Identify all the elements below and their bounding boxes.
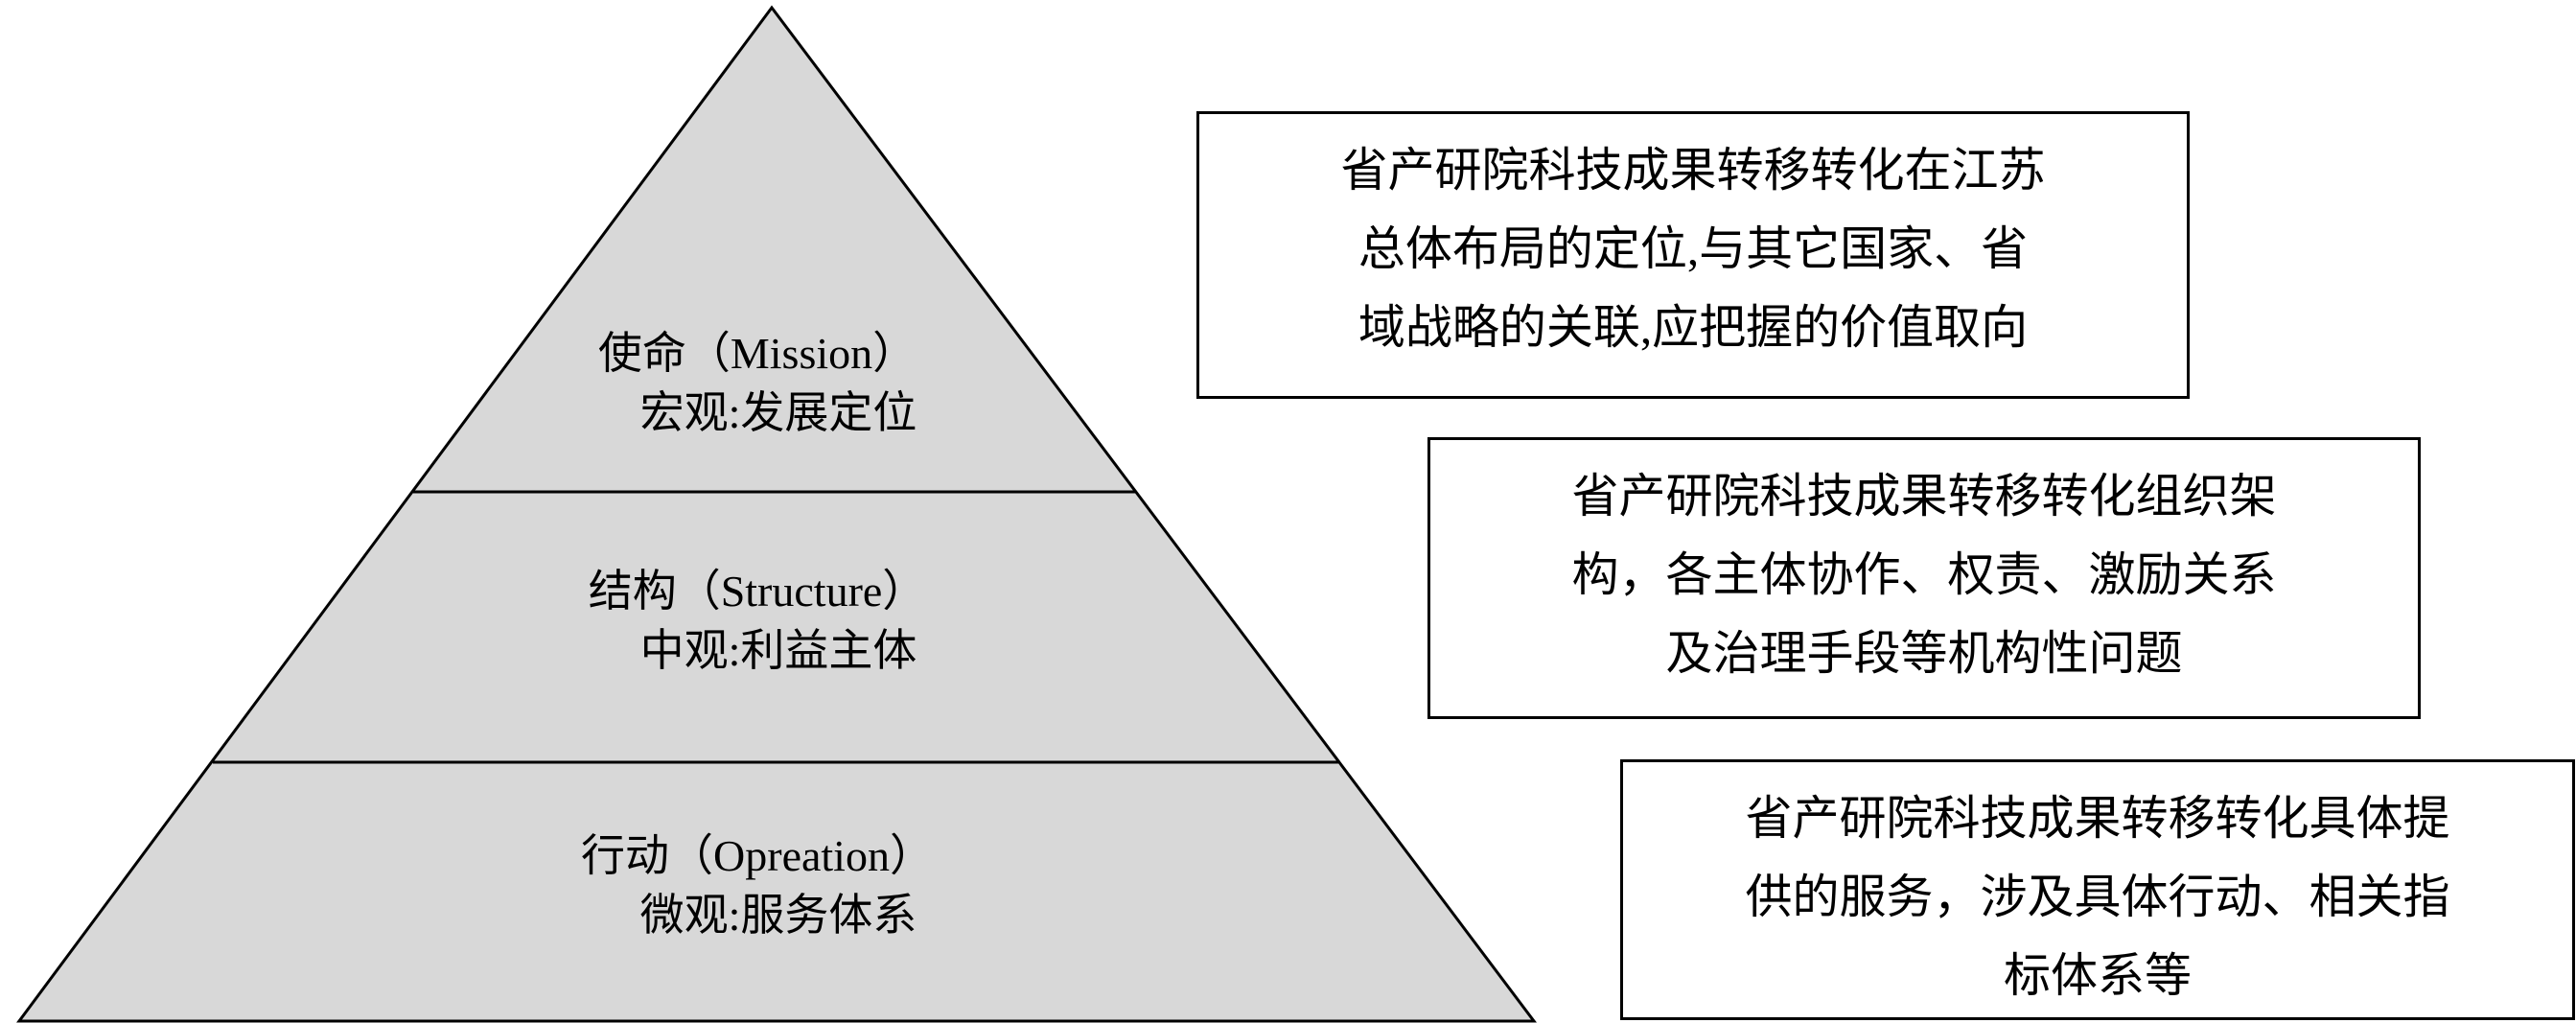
annotation-box-mission: 省产研院科技成果转移转化在江苏 总体布局的定位,与其它国家、省 域战略的关联,应… [1196,111,2190,399]
pyramid-level-1: 使命（Mission） 宏观:发展定位 [441,324,1074,443]
annotation-box-operation: 省产研院科技成果转移转化具体提 供的服务，涉及具体行动、相关指 标体系等 [1620,759,2575,1020]
pyramid-level-1-title: 使命（Mission） [597,329,917,378]
pyramid-level-3: 行动（Opreation） 微观:服务体系 [441,826,1074,945]
annotation-box-structure-line-1: 省产研院科技成果转移转化组织架 [1571,470,2277,523]
annotation-box-structure-line-2: 构，各主体协作、权责、激励关系 [1571,548,2277,601]
pyramid-level-3-title: 行动（Opreation） [581,831,934,880]
pyramid-level-3-subtitle: 微观:服务体系 [639,891,917,940]
pyramid-level-2-title: 结构（Structure） [588,567,927,616]
annotation-box-operation-line-2: 供的服务，涉及具体行动、相关指 [1745,871,2450,923]
pyramid-level-1-subtitle: 宏观:发展定位 [639,388,917,437]
pyramid-level-2: 结构（Structure） 中观:利益主体 [441,562,1074,681]
annotation-box-mission-line-2: 总体布局的定位,与其它国家、省 [1358,222,2029,275]
annotation-box-structure: 省产研院科技成果转移转化组织架 构，各主体协作、权责、激励关系 及治理手段等机构… [1427,437,2421,719]
pyramid-level-2-subtitle: 中观:利益主体 [639,626,917,675]
annotation-box-operation-line-3: 标体系等 [2003,949,2192,1002]
pyramid-graphic [16,5,1538,1023]
pyramid-shape [16,5,1538,1023]
annotation-box-mission-line-3: 域战略的关联,应把握的价值取向 [1358,301,2029,354]
annotation-box-operation-line-1: 省产研院科技成果转移转化具体提 [1745,792,2450,845]
annotation-box-mission-line-1: 省产研院科技成果转移转化在江苏 [1340,144,2046,197]
annotation-box-structure-line-3: 及治理手段等机构性问题 [1665,627,2183,680]
